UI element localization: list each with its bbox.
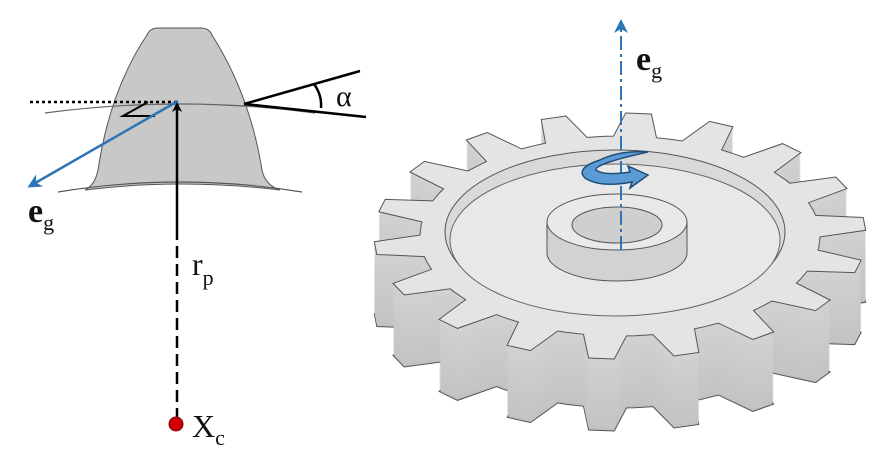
tooth-detail: α eg rp Xc (27, 27, 367, 450)
rotation-arrow-icon (581, 150, 650, 190)
hub (546, 193, 688, 282)
pressure-line-lower (243, 102, 367, 119)
eg-vector-left (27, 99, 179, 188)
root-circle-arc (57, 181, 303, 193)
rotation-axis: eg (581, 19, 662, 250)
pressure-line-upper (243, 69, 361, 106)
right-angle-marker (119, 101, 155, 117)
center-point-xc (168, 416, 184, 432)
xc-label: Xc (192, 408, 225, 450)
eg-left-label: eg (28, 193, 54, 235)
alpha-label: α (336, 80, 352, 113)
rp-label: rp (192, 246, 214, 290)
angle-arc (312, 83, 323, 109)
hub-bore (571, 206, 663, 244)
eg-right-label: eg (636, 41, 662, 83)
tooth-profile (84, 27, 281, 191)
